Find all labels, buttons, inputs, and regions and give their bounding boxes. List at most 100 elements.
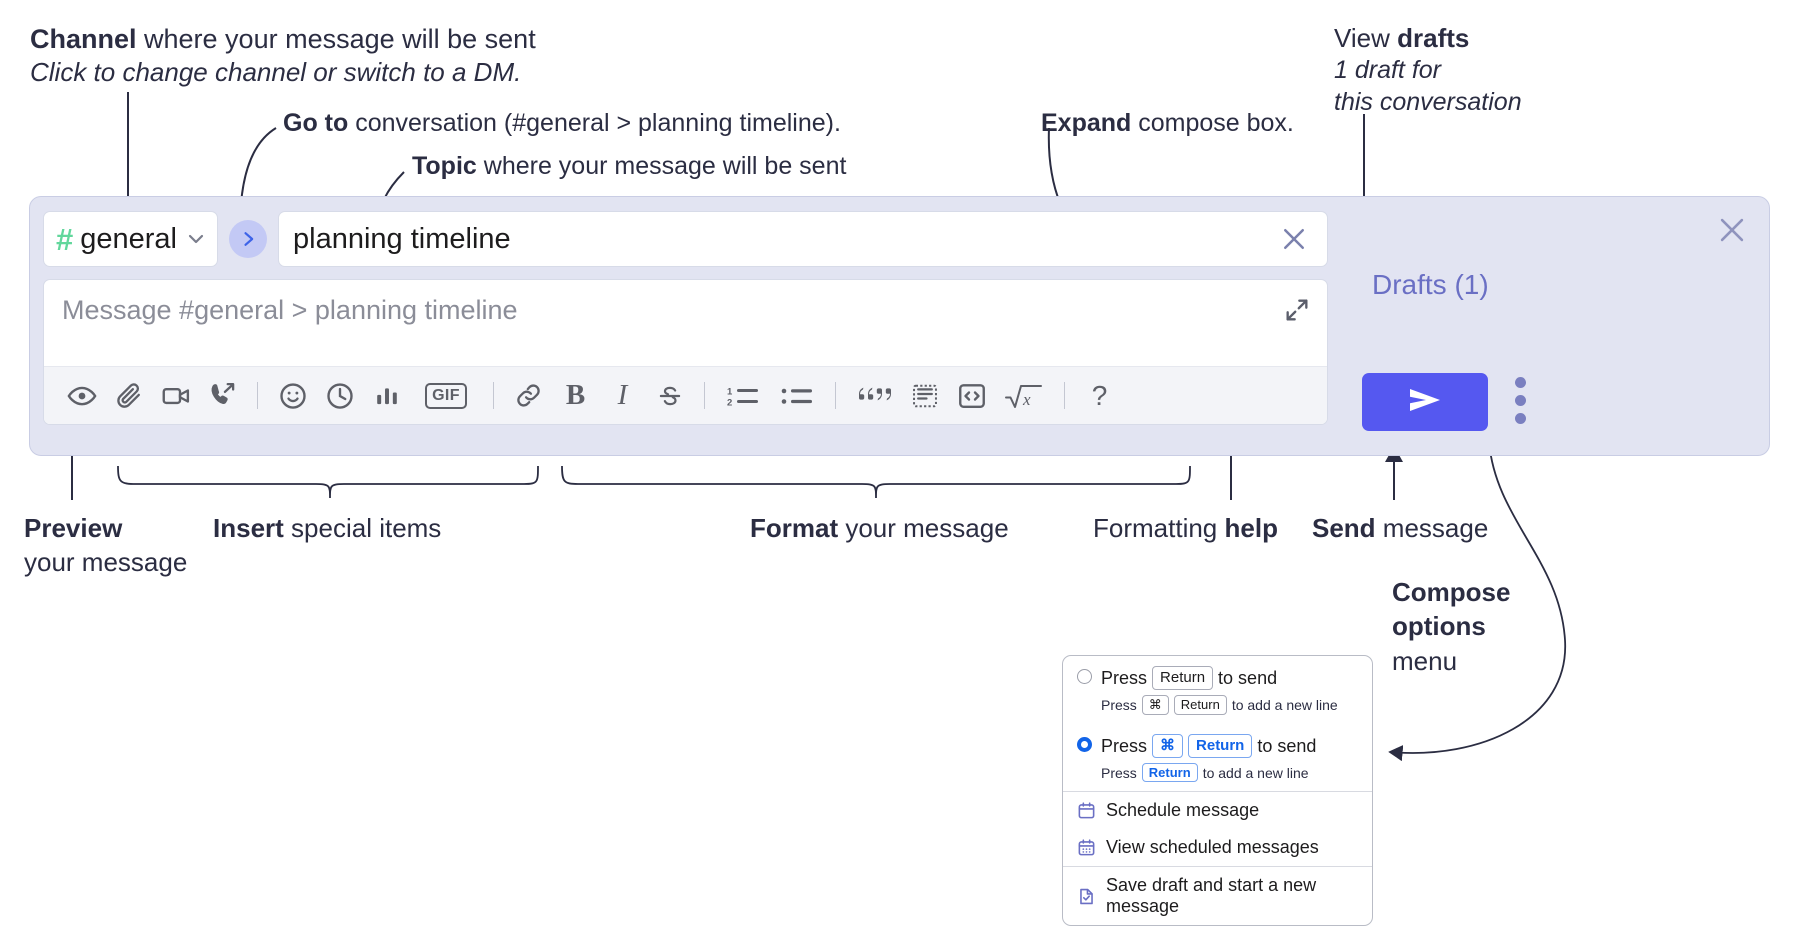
bold-button[interactable]: B bbox=[552, 372, 599, 419]
kebab-dot bbox=[1515, 377, 1526, 388]
video-camera-icon bbox=[161, 381, 191, 411]
key-return: Return bbox=[1173, 695, 1227, 715]
expand-icon[interactable] bbox=[1283, 296, 1311, 324]
italic-icon: I bbox=[617, 379, 628, 411]
send-paper-plane-icon bbox=[1402, 383, 1448, 422]
video-button[interactable] bbox=[152, 372, 199, 419]
smiley-icon bbox=[278, 381, 308, 411]
channel-selector[interactable]: # general bbox=[43, 211, 218, 267]
strikethrough-button[interactable] bbox=[646, 372, 693, 419]
menu-item-label: Schedule message bbox=[1106, 800, 1260, 821]
quote-icon bbox=[857, 382, 891, 410]
italic-button[interactable]: I bbox=[599, 372, 646, 419]
radio-unselected-icon[interactable] bbox=[1077, 669, 1092, 684]
reminder-button[interactable] bbox=[316, 372, 363, 419]
separator-4 bbox=[835, 382, 836, 409]
channel-name: general bbox=[80, 222, 177, 255]
huddle-button[interactable] bbox=[199, 372, 246, 419]
menu-item-save-draft[interactable]: Save draft and start a new message bbox=[1063, 867, 1372, 925]
annotation-goto: Go to conversation (#general > planning … bbox=[283, 109, 841, 137]
poll-button[interactable] bbox=[363, 372, 410, 419]
message-placeholder: Message #general > planning timeline bbox=[62, 295, 518, 325]
paperclip-icon bbox=[114, 381, 143, 410]
chevron-down-icon bbox=[184, 227, 208, 251]
annotation-preview: Preview your message bbox=[24, 513, 188, 577]
document-check-icon bbox=[1077, 887, 1096, 906]
menu-item-schedule-message[interactable]: Schedule message bbox=[1063, 792, 1372, 829]
calendar-icon bbox=[1077, 801, 1096, 820]
link-icon bbox=[514, 381, 543, 410]
annotation-drafts-sub: 1 draft for this conversation bbox=[1334, 56, 1522, 116]
menu-divider bbox=[1063, 866, 1372, 868]
option-return-hint: Press ⌘ Return to add a new line bbox=[1101, 695, 1338, 715]
code-block-button[interactable] bbox=[901, 372, 948, 419]
question-mark-icon: ? bbox=[1091, 379, 1108, 411]
send-button[interactable] bbox=[1362, 373, 1488, 431]
separator-2 bbox=[493, 382, 494, 409]
formatting-toolbar: GIF B I bbox=[44, 366, 1327, 424]
menu-item-label: View scheduled messages bbox=[1106, 837, 1319, 858]
menu-option-press-return[interactable]: Press Return to send bbox=[1063, 656, 1372, 695]
kebab-dot bbox=[1515, 413, 1526, 424]
attach-button[interactable] bbox=[105, 372, 152, 419]
annotation-topic: Topic where your message will be sent bbox=[412, 152, 847, 180]
option-return-label: Press Return to send bbox=[1101, 665, 1277, 691]
bulleted-list-icon bbox=[780, 382, 814, 410]
code-brackets-icon bbox=[957, 381, 987, 411]
svg-text:x: x bbox=[1022, 390, 1031, 409]
eye-icon bbox=[66, 381, 97, 411]
annotation-insert: Insert special items bbox=[213, 513, 442, 543]
compose-side-column: Drafts (1) bbox=[1343, 197, 1769, 455]
strikethrough-icon bbox=[656, 382, 684, 410]
radio-selected-icon[interactable] bbox=[1077, 736, 1092, 752]
key-return: Return bbox=[1141, 762, 1198, 783]
annotation-compose-options: Compose options menu bbox=[1392, 577, 1511, 676]
blockquote-button[interactable] bbox=[847, 372, 901, 419]
option-cmd-return-hint: Press Return to add a new line bbox=[1101, 762, 1309, 783]
topic-value: planning timeline bbox=[293, 222, 511, 255]
chevron-right-icon bbox=[238, 229, 258, 249]
annotation-drafts: View drafts bbox=[1334, 23, 1470, 53]
separator-1 bbox=[257, 382, 258, 409]
annotation-format: Format your message bbox=[750, 513, 1009, 543]
svg-text:1: 1 bbox=[727, 386, 733, 397]
key-command: ⌘ bbox=[1141, 695, 1169, 715]
link-button[interactable] bbox=[505, 372, 552, 419]
emoji-button[interactable] bbox=[269, 372, 316, 419]
gif-button[interactable]: GIF bbox=[410, 372, 482, 419]
menu-item-view-scheduled-messages[interactable]: View scheduled messages bbox=[1063, 829, 1372, 866]
kebab-dot bbox=[1515, 395, 1526, 406]
menu-item-label: Save draft and start a new message bbox=[1106, 875, 1317, 917]
drafts-link[interactable]: Drafts (1) bbox=[1372, 269, 1489, 300]
annotation-send: Send message bbox=[1312, 513, 1489, 543]
annotation-channel-sub: Click to change channel or switch to a D… bbox=[30, 57, 522, 87]
key-return: Return bbox=[1188, 733, 1253, 758]
compose-panel: # general planning timeline bbox=[29, 196, 1770, 456]
bar-chart-icon bbox=[373, 382, 401, 410]
gif-icon: GIF bbox=[425, 382, 467, 409]
calendar-grid-icon bbox=[1077, 838, 1096, 857]
menu-option-press-cmd-return[interactable]: Press ⌘ Return to send bbox=[1063, 724, 1372, 763]
formatting-help-button[interactable]: ? bbox=[1076, 372, 1123, 419]
annotation-expand: Expand compose box. bbox=[1041, 109, 1294, 137]
close-icon[interactable] bbox=[1275, 224, 1313, 254]
code-button[interactable] bbox=[948, 372, 995, 419]
math-button[interactable]: x bbox=[995, 372, 1053, 419]
bulleted-list-button[interactable] bbox=[770, 372, 824, 419]
more-options-vertical-icon[interactable] bbox=[1515, 377, 1526, 424]
topic-field[interactable]: planning timeline bbox=[278, 211, 1328, 267]
key-command: ⌘ bbox=[1152, 733, 1184, 758]
option-cmd-return-label: Press ⌘ Return to send bbox=[1101, 733, 1316, 759]
annotation-channel: Channel where your message will be sent bbox=[30, 24, 536, 54]
preview-button[interactable] bbox=[58, 372, 105, 419]
bold-icon: B bbox=[565, 379, 586, 411]
goto-conversation-button[interactable] bbox=[229, 220, 267, 258]
message-input[interactable]: Message #general > planning timeline bbox=[44, 280, 1327, 366]
square-root-x-icon: x bbox=[1004, 380, 1044, 412]
phone-forward-icon bbox=[208, 381, 237, 410]
compose-header-row: # general planning timeline bbox=[43, 210, 1328, 268]
compose-options-menu: Press Return to send Press ⌘ Return to a… bbox=[1062, 655, 1373, 927]
close-icon[interactable] bbox=[1715, 213, 1749, 247]
